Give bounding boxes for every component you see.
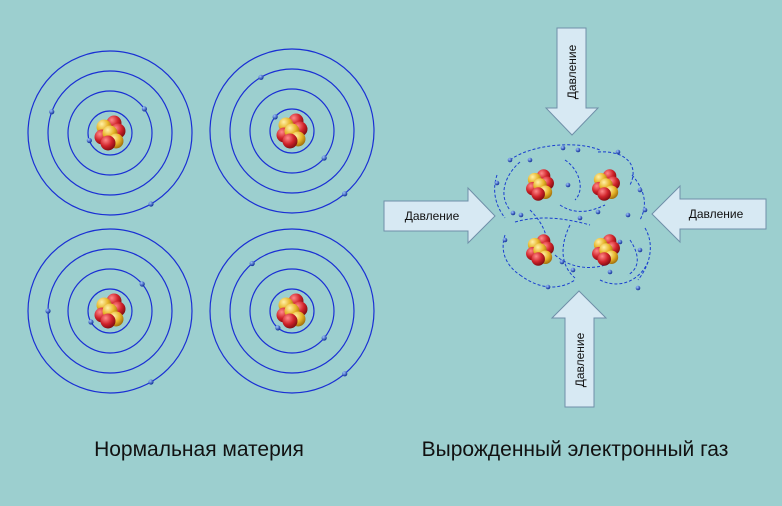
proton <box>282 133 298 149</box>
electron <box>577 215 583 221</box>
electron <box>494 180 500 186</box>
electron <box>258 74 264 80</box>
nucleus <box>592 169 620 201</box>
orbit <box>27 228 193 394</box>
pressure-arrow-top: Давление <box>544 27 600 136</box>
electron <box>45 308 51 314</box>
electron <box>607 269 613 275</box>
atom <box>209 228 375 394</box>
electron <box>342 371 348 377</box>
normal-matter-atoms <box>27 48 375 394</box>
orbit <box>67 268 153 354</box>
electron <box>49 109 55 115</box>
electron <box>570 267 576 273</box>
orbit <box>47 70 173 196</box>
electron <box>635 285 641 291</box>
electron <box>559 259 565 265</box>
pressure-arrow-bottom: Давление <box>550 290 608 408</box>
electron <box>148 201 154 207</box>
degenerate-gas-group <box>494 144 651 291</box>
orbit <box>249 268 335 354</box>
proton <box>531 187 545 201</box>
proton <box>531 252 545 266</box>
proton <box>282 313 298 329</box>
atom <box>209 48 375 214</box>
orbit <box>27 50 193 216</box>
electron <box>86 137 92 144</box>
electron <box>88 319 94 325</box>
electron <box>595 209 601 215</box>
electron <box>565 182 571 188</box>
electron <box>275 325 281 331</box>
degenerate-gas-nuclei <box>526 169 620 266</box>
electron <box>518 212 524 218</box>
electron <box>249 260 255 267</box>
pressure-arrows: Давление Давление Давление Давление <box>383 27 767 408</box>
electron <box>560 145 566 151</box>
nucleus <box>94 115 126 151</box>
pressure-arrow-right: Давление <box>651 184 767 244</box>
atom <box>27 228 193 394</box>
electron <box>507 157 513 163</box>
electron <box>141 106 148 112</box>
atom <box>27 50 193 216</box>
orbit <box>209 48 375 214</box>
electron <box>527 157 533 163</box>
orbit <box>269 288 315 334</box>
orbit <box>87 110 133 156</box>
caption-normal-matter: Нормальная материя <box>94 438 304 461</box>
electron <box>625 212 631 218</box>
electron <box>637 187 643 193</box>
electron <box>575 147 581 153</box>
electron <box>321 155 327 161</box>
orbit <box>67 90 153 176</box>
electron <box>617 239 623 245</box>
caption-degenerate-gas: Вырожденный электронный газ <box>421 438 729 461</box>
orbit <box>87 288 133 334</box>
electron <box>272 114 278 120</box>
proton <box>100 135 116 151</box>
electron <box>642 207 648 213</box>
nucleus <box>592 234 620 266</box>
proton <box>597 252 611 266</box>
orbit <box>229 68 355 194</box>
electron <box>545 284 551 290</box>
pressure-arrow-left: Давление <box>383 186 496 245</box>
electron <box>615 149 621 155</box>
orbit <box>249 88 335 174</box>
nucleus <box>526 234 554 266</box>
electron <box>637 247 643 253</box>
nucleus <box>276 113 308 149</box>
proton <box>597 187 611 201</box>
electron <box>510 210 516 216</box>
pressure-label-top: Давление <box>565 44 579 99</box>
orbit <box>269 108 315 154</box>
nucleus <box>276 293 308 329</box>
pressure-label-right: Давление <box>689 207 744 221</box>
pressure-label-bottom: Давление <box>573 332 587 387</box>
electron <box>148 379 154 385</box>
pressure-label-left: Давление <box>405 209 460 223</box>
electron <box>502 237 508 243</box>
electron-gas-electrons <box>494 145 648 291</box>
orbit <box>229 248 355 374</box>
proton <box>100 313 116 329</box>
nucleus <box>526 169 554 201</box>
nucleus <box>94 293 126 329</box>
electron <box>342 191 348 197</box>
electron <box>321 335 327 341</box>
orbit <box>209 228 375 394</box>
electron <box>139 281 145 287</box>
